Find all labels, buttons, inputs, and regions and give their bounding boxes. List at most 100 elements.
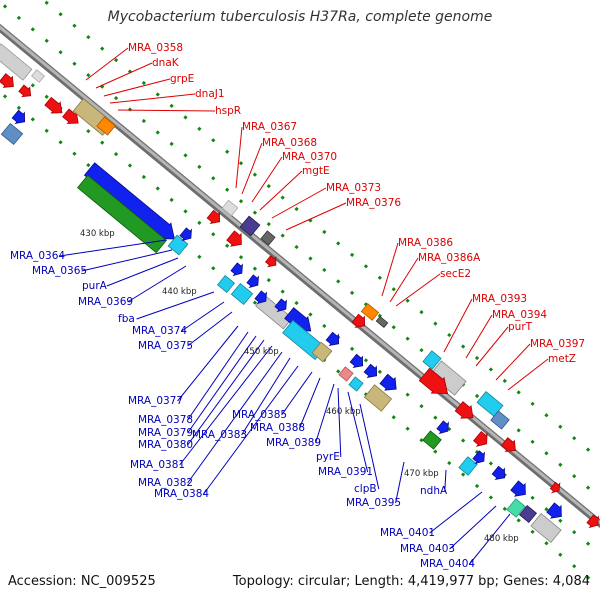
gene-feature xyxy=(506,498,526,518)
gene-label[interactable]: metZ xyxy=(548,353,576,365)
gene-label[interactable]: MRA_0374 xyxy=(132,325,187,337)
gene-block xyxy=(490,410,510,430)
label-leader-line xyxy=(429,491,483,534)
gene-label[interactable]: MRA_0386 xyxy=(398,237,453,249)
gene-feature xyxy=(77,174,167,254)
gene-label[interactable]: MRA_0367 xyxy=(242,121,297,133)
gene-feature xyxy=(254,290,267,305)
gene-label[interactable]: MRA_0386A xyxy=(418,252,481,264)
gene-label[interactable]: MRA_0395 xyxy=(346,497,401,509)
gene-feature xyxy=(0,43,33,81)
gene-block xyxy=(0,122,24,146)
gene-label[interactable]: MRA_0388 xyxy=(250,422,305,434)
gene-label[interactable]: purT xyxy=(508,321,533,333)
gene-block xyxy=(77,174,167,254)
label-leader-line xyxy=(443,298,473,353)
gene-label[interactable]: purA xyxy=(82,280,108,292)
feature-layer xyxy=(0,43,599,544)
gene-feature xyxy=(239,215,261,237)
label-leader-line xyxy=(109,93,196,104)
gene-label[interactable]: dnaK xyxy=(152,57,180,69)
label-leader-line xyxy=(337,387,342,458)
gene-feature xyxy=(458,456,478,476)
label-leader-line xyxy=(203,365,299,495)
gene-label[interactable]: MRA_0389 xyxy=(266,437,321,449)
gene-label[interactable]: dnaJ1 xyxy=(195,88,225,100)
gene-label[interactable]: MRA_0373 xyxy=(326,182,381,194)
label-leader-line xyxy=(187,351,283,484)
label-leader-line xyxy=(395,461,405,504)
label-leader-line xyxy=(136,291,215,320)
label-leader-line xyxy=(177,325,239,402)
gene-label[interactable]: MRA_0393 xyxy=(472,293,527,305)
gene-label[interactable]: hspR xyxy=(215,105,241,117)
gene-arrow xyxy=(246,274,259,289)
gene-feature xyxy=(221,199,239,217)
gene-label[interactable]: MRA_0370 xyxy=(282,151,337,163)
gene-block xyxy=(422,430,442,450)
gene-feature xyxy=(351,313,366,328)
gene-label[interactable]: MRA_0377 xyxy=(128,395,183,407)
gene-feature xyxy=(338,366,354,382)
gene-feature xyxy=(546,502,562,519)
gene-label[interactable]: MRA_0364 xyxy=(10,250,65,262)
gene-feature xyxy=(379,373,397,391)
gene-label[interactable]: MRA_0384 xyxy=(154,488,209,500)
gene-label[interactable]: MRA_0382 xyxy=(138,477,193,489)
label-leader-line xyxy=(106,257,179,287)
gene-feature xyxy=(375,315,389,329)
gene-label[interactable]: MRA_0380 xyxy=(138,439,193,451)
label-leader-line xyxy=(117,109,216,112)
label-leader-line xyxy=(507,358,549,391)
label-leader-line xyxy=(444,469,447,492)
gene-label[interactable]: MRA_0391 xyxy=(318,466,373,478)
gene-feature xyxy=(363,363,378,378)
gene-arrow xyxy=(62,108,79,124)
gene-label[interactable]: MRA_0394 xyxy=(492,309,547,321)
gene-feature xyxy=(472,430,488,447)
gene-label[interactable]: MRA_0378 xyxy=(138,414,193,426)
gene-label[interactable]: MRA_0401 xyxy=(380,527,435,539)
label-leader-line xyxy=(359,403,380,490)
gene-label[interactable]: MRA_0397 xyxy=(530,338,585,350)
gene-feature xyxy=(422,430,442,450)
label-leader-line xyxy=(103,78,171,97)
gene-arrow xyxy=(44,96,63,114)
label-leader-line xyxy=(241,142,263,195)
gene-feature xyxy=(490,410,510,430)
gene-label[interactable]: MRA_0375 xyxy=(138,340,193,352)
gene-label[interactable]: grpE xyxy=(170,73,194,85)
gene-label[interactable]: MRA_0368 xyxy=(262,137,317,149)
gene-arrow xyxy=(274,298,287,313)
gene-label[interactable]: MRA_0365 xyxy=(32,265,87,277)
gene-label[interactable]: clpB xyxy=(354,483,377,495)
gene-label[interactable]: MRA_0358 xyxy=(128,42,183,54)
gene-arrow xyxy=(549,481,561,494)
gene-label[interactable]: MRA_0379 xyxy=(138,427,193,439)
gene-block xyxy=(338,366,354,382)
gene-label[interactable]: secE2 xyxy=(440,268,471,280)
gene-label[interactable]: MRA_0404 xyxy=(420,558,475,570)
gene-label[interactable]: MRA_0376 xyxy=(346,197,401,209)
gene-block xyxy=(221,199,239,217)
gene-label[interactable]: MRA_0369 xyxy=(78,296,133,308)
gene-feature xyxy=(11,109,26,124)
gene-label[interactable]: MRA_0383 xyxy=(192,429,247,441)
gene-feature xyxy=(418,367,449,394)
gene-label[interactable]: mgtE xyxy=(302,165,330,177)
gene-feature xyxy=(586,514,599,529)
map-title: Mycobacterium tuberculosis H37Ra, comple… xyxy=(107,9,493,25)
label-leader-line xyxy=(127,265,187,303)
gene-label[interactable]: MRA_0381 xyxy=(130,459,185,471)
gene-label[interactable]: pyrE xyxy=(316,451,340,463)
gene-block xyxy=(260,230,276,246)
gene-label[interactable]: MRA_0403 xyxy=(400,543,455,555)
gene-label[interactable]: fba xyxy=(118,313,135,325)
gene-label[interactable]: ndhA xyxy=(420,485,448,497)
gene-label[interactable]: MRA_0385 xyxy=(232,409,287,421)
gene-block xyxy=(239,215,261,237)
gene-arrow xyxy=(379,373,397,391)
gene-feature xyxy=(0,122,24,146)
gene-block xyxy=(96,116,116,136)
